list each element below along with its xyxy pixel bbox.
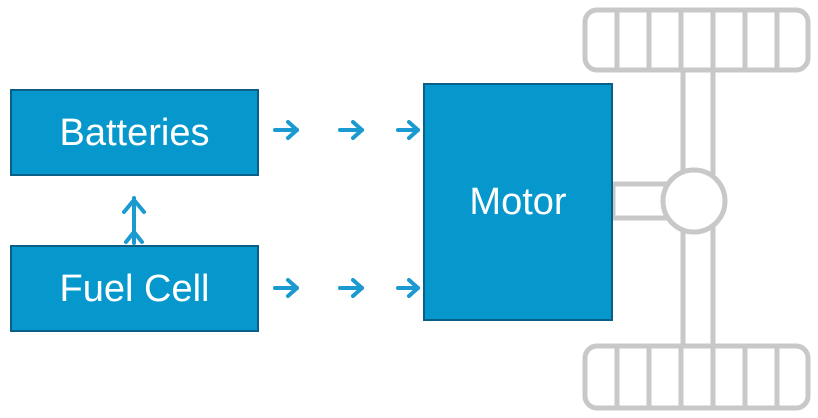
fuel-cell-to-motor-arrows: [273, 278, 420, 298]
front-tire: [582, 7, 811, 73]
arrow-chevron: [396, 278, 420, 298]
arrow-chevron: [273, 278, 299, 298]
arrow-chevron: [396, 120, 420, 140]
fuel-cell-node: Fuel Cell: [10, 245, 259, 332]
arrow-chevron: [273, 120, 299, 140]
differential-circle: [660, 167, 728, 235]
rear-tire: [582, 343, 811, 411]
arrow-chevron: [338, 278, 364, 298]
chassis-illustration: [582, 7, 811, 411]
motor-node: Motor: [423, 83, 613, 321]
batteries-to-motor-arrows: [273, 120, 420, 140]
fuel-cell-to-batteries-arrow: [122, 196, 146, 245]
arrow-chevron: [338, 120, 364, 140]
batteries-node: Batteries: [10, 89, 259, 176]
